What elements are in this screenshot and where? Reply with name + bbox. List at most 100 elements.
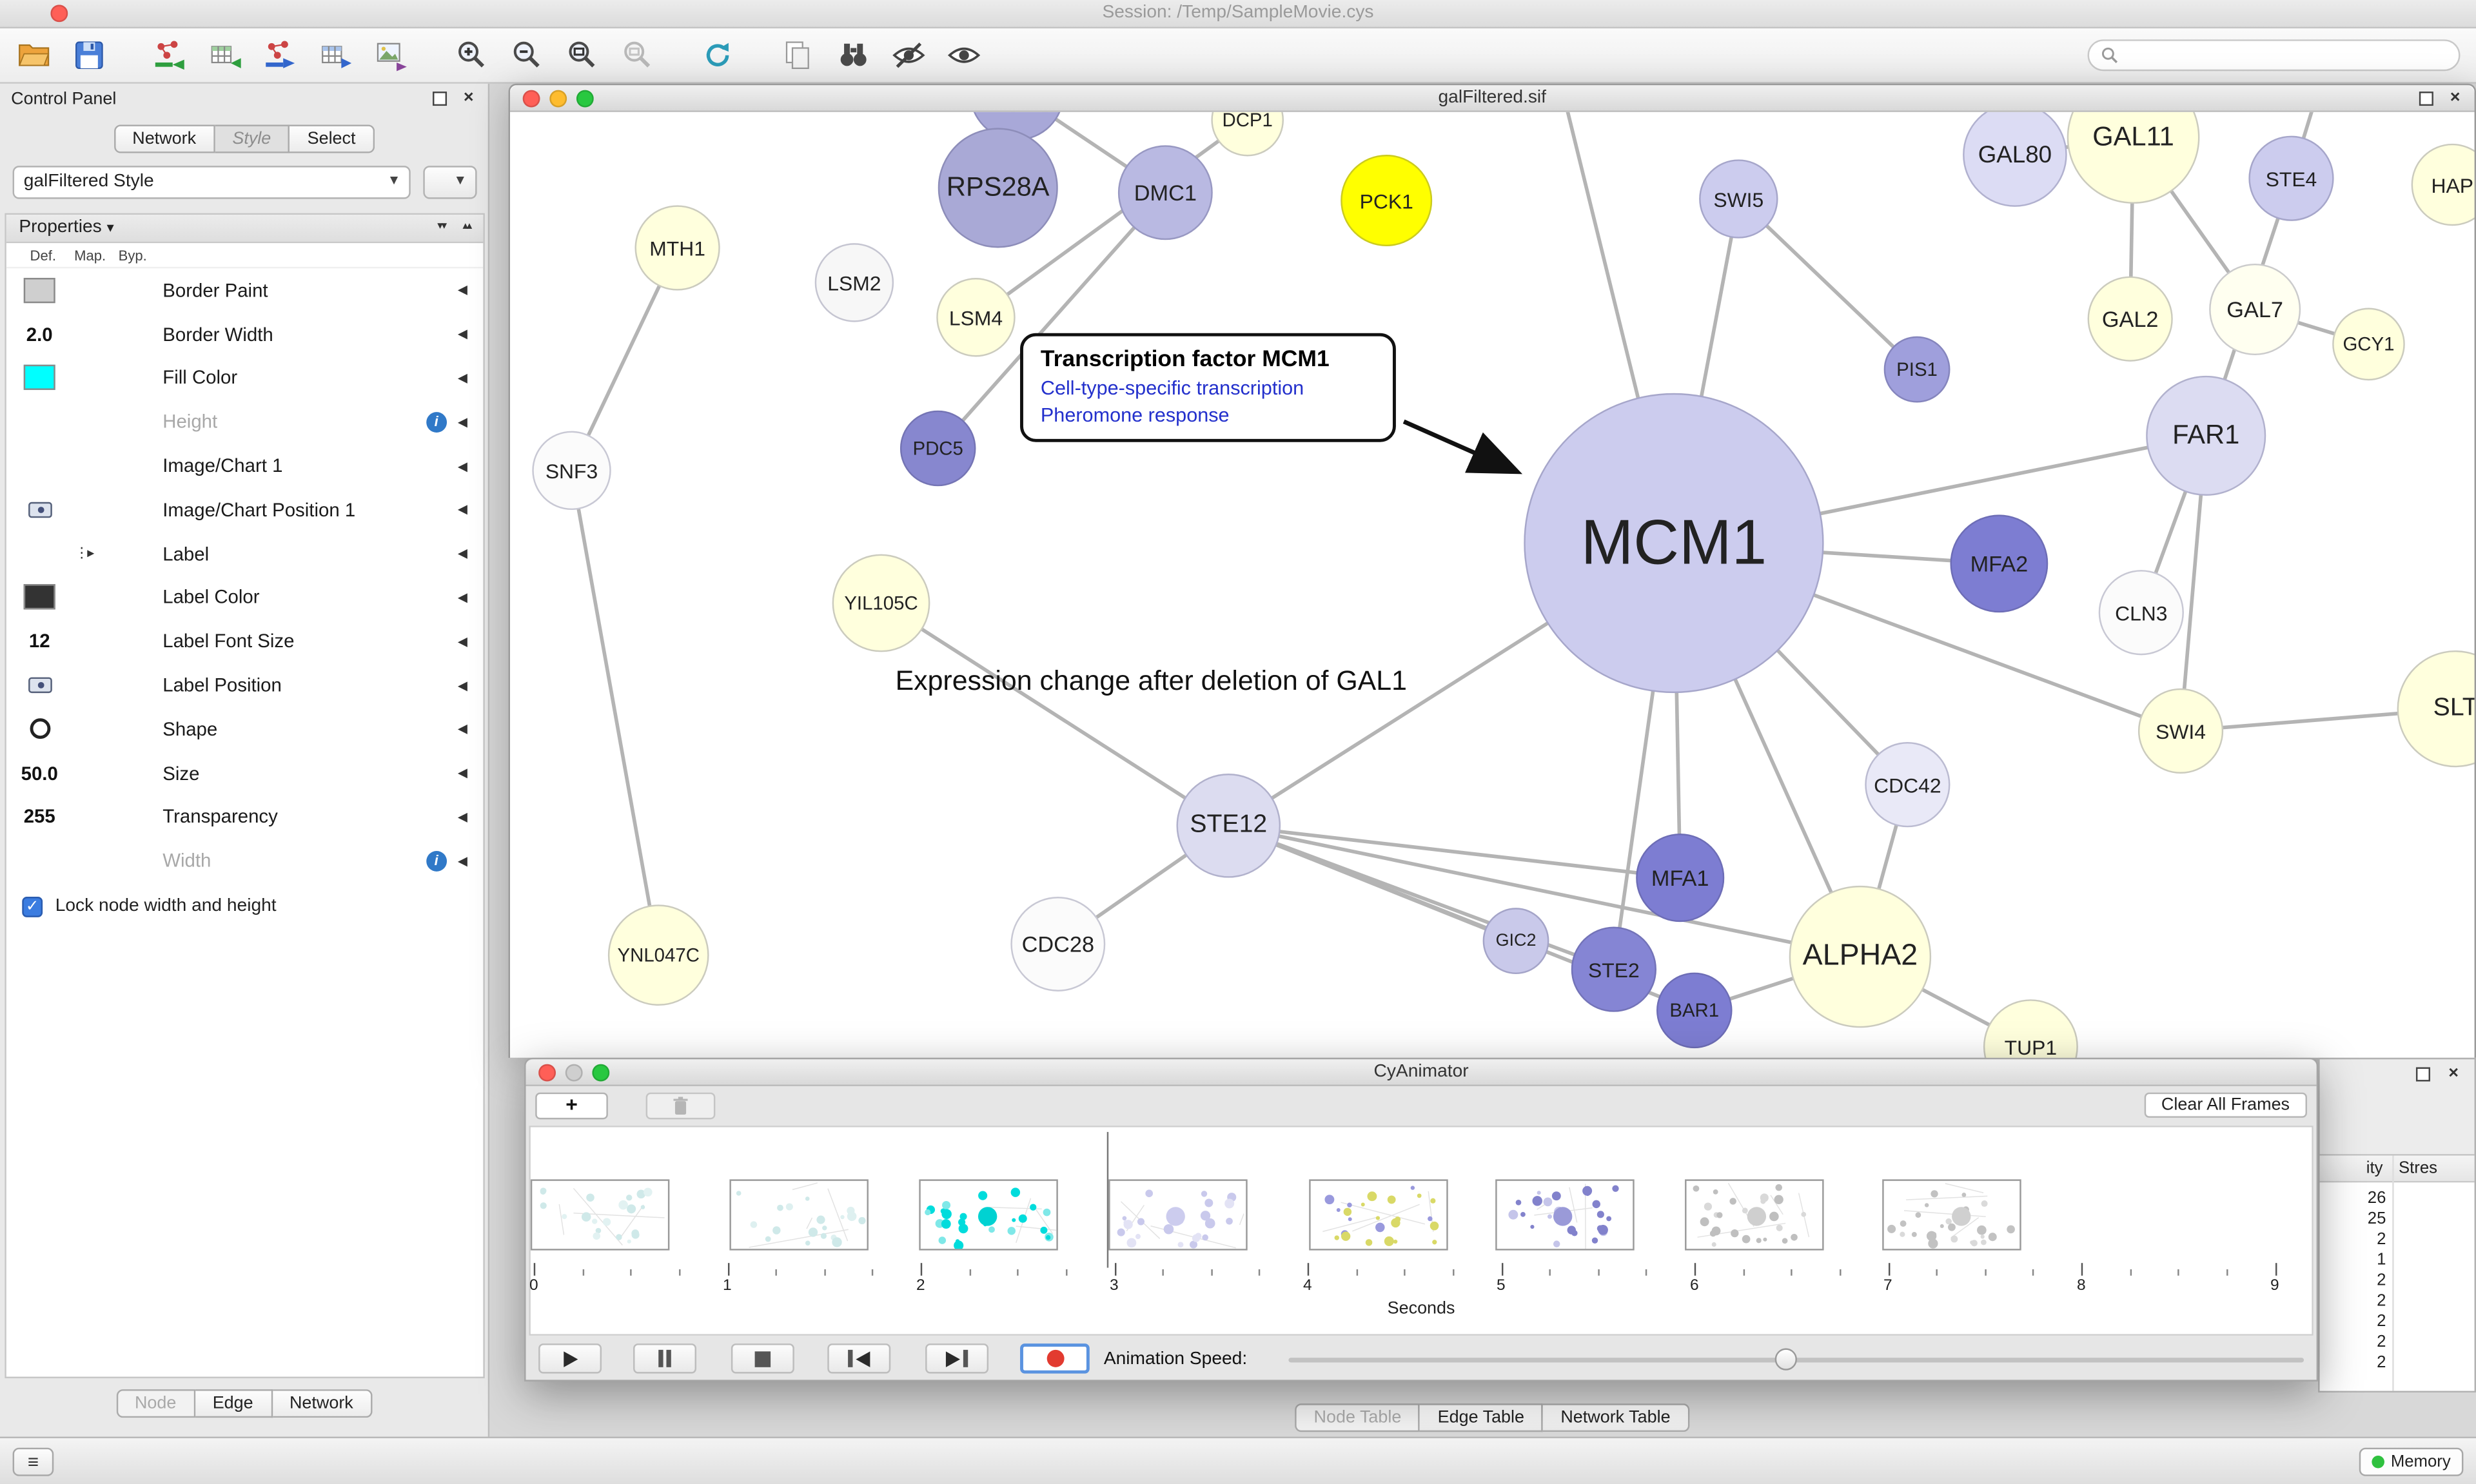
search-box[interactable] [2087,39,2461,72]
network-node[interactable]: PDC5 [899,410,976,487]
prop-byp-cell[interactable] [109,450,147,482]
network-canvas[interactable]: Transcription factor MCM1 Cell-type-spec… [510,112,2475,1058]
prop-map-cell[interactable] [64,670,103,701]
frame-thumbnail[interactable] [1882,1179,2021,1251]
network-node[interactable]: SWI4 [2137,688,2224,774]
prop-def-cell[interactable] [21,538,59,569]
network-node[interactable]: CDC28 [1010,897,1106,991]
frame-thumbnail[interactable] [1685,1179,1824,1251]
property-row[interactable]: Label Position◀ [6,663,484,707]
network-node[interactable]: GIC2 [1482,908,1549,975]
stat-value[interactable]: 2 [2377,1352,2386,1372]
property-row[interactable]: Label Color◀ [6,576,484,620]
network-edge[interactable] [569,470,660,956]
import-table-icon[interactable] [204,36,245,74]
zoom-selected-icon[interactable] [616,36,657,74]
prop-byp-cell[interactable] [109,318,147,350]
export-image-icon[interactable] [369,36,411,74]
network-node[interactable]: YIL105C [832,554,930,652]
network-node[interactable]: SWI5 [1699,159,1778,239]
slider-thumb[interactable] [1774,1348,1798,1371]
zoom-fit-icon[interactable] [560,36,602,74]
close-table-icon[interactable]: × [2448,1064,2459,1084]
network-edge[interactable] [1228,824,1861,959]
prop-byp-cell[interactable] [109,362,147,394]
prop-map-cell[interactable] [64,581,103,613]
export-table-icon[interactable] [314,36,355,74]
minimize-window-icon[interactable] [565,1064,583,1082]
frame-thumbnail[interactable] [1108,1179,1248,1251]
prop-map-cell[interactable] [64,757,103,789]
prop-def-cell[interactable]: 50.0 [21,757,59,789]
network-node[interactable]: RPS28A [938,128,1058,248]
tab-style[interactable]: Style [215,124,290,153]
prop-byp-cell[interactable] [109,670,147,701]
property-row[interactable]: ⋮▸Label◀ [6,532,484,576]
property-row[interactable]: Shape◀ [6,707,484,751]
close-window-icon[interactable] [522,90,540,108]
pause-button[interactable] [633,1343,697,1374]
network-node[interactable]: MFA1 [1636,834,1725,923]
stat-value[interactable]: 2 [2377,1332,2386,1352]
collapse-all-icon[interactable]: ▾▾ [437,220,447,233]
network-node[interactable]: BAR1 [1656,972,1733,1049]
style-selector-dropdown[interactable]: galFiltered Style ▾ [12,166,411,199]
delete-frame-button[interactable] [645,1092,716,1120]
network-node[interactable]: CDC42 [1865,742,1950,828]
memory-button[interactable]: Memory [2359,1447,2464,1476]
prop-byp-cell[interactable] [109,581,147,613]
expand-arrow-icon[interactable]: ◀ [457,546,467,561]
network-node[interactable]: ALPHA2 [1789,885,1932,1028]
stat-value[interactable]: 2 [2377,1229,2386,1249]
frame-thumbnail[interactable] [729,1179,869,1251]
close-view-icon[interactable]: × [2450,88,2461,108]
prop-byp-cell[interactable] [109,625,147,657]
add-frame-button[interactable]: + [535,1092,608,1120]
network-edge[interactable] [1228,824,1681,880]
stop-button[interactable] [731,1343,794,1374]
network-edge[interactable] [974,118,1249,319]
prop-byp-cell[interactable] [109,494,147,525]
prop-byp-cell[interactable] [109,714,147,745]
prop-byp-cell[interactable] [109,757,147,789]
network-node[interactable]: STE2 [1571,926,1656,1012]
lock-checkbox[interactable]: ✓ [22,896,43,917]
close-window-icon[interactable] [538,1064,556,1082]
record-button[interactable] [1020,1343,1090,1374]
frame-thumbnail[interactable] [1495,1179,1635,1251]
prop-map-cell[interactable] [64,406,103,438]
prop-map-cell[interactable] [64,318,103,350]
property-row[interactable]: Fill Color◀ [6,356,484,400]
network-node[interactable]: STE4 [2248,135,2334,221]
network-node[interactable]: LSM4 [936,278,1016,357]
network-node[interactable]: DMC1 [1117,145,1213,240]
tab-network[interactable]: Network [113,124,215,153]
network-node[interactable]: FAR1 [2146,375,2266,496]
tab-node-table[interactable]: Node Table [1295,1403,1420,1432]
prop-byp-cell[interactable] [109,538,147,569]
expand-arrow-icon[interactable]: ◀ [457,458,467,473]
network-node[interactable]: GCY1 [2332,308,2405,381]
network-caption[interactable]: Expression change after deletion of GAL1 [895,665,1407,697]
float-table-icon[interactable] [2415,1067,2430,1082]
hide-selected-eye-slash-icon[interactable] [887,36,928,74]
save-session-icon[interactable] [68,36,109,74]
expand-arrow-icon[interactable]: ◀ [457,371,467,386]
prop-def-cell[interactable] [21,494,59,525]
zoom-window-icon[interactable] [576,90,594,108]
network-node[interactable]: PIS1 [1883,336,1950,403]
prop-def-cell[interactable] [21,670,59,701]
minimize-window-icon[interactable] [549,90,567,108]
zoom-out-icon[interactable] [506,36,547,74]
network-edge[interactable] [936,191,1167,450]
timeline-playhead[interactable] [1106,1131,1109,1268]
expand-arrow-icon[interactable]: ◀ [457,810,467,825]
annotation-link[interactable]: Cell-type-specific transcription [1040,377,1304,400]
network-node[interactable]: GAL7 [2209,263,2301,356]
network-edge[interactable] [1737,197,1919,371]
network-node[interactable]: YNL047C [607,904,709,1006]
